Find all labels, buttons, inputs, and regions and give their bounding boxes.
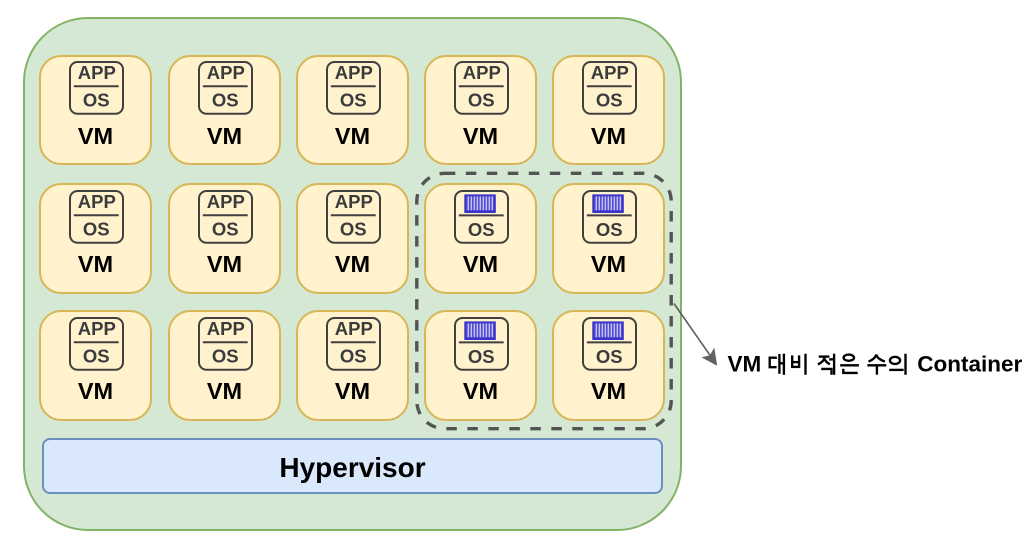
svg-text:Container: Container	[917, 351, 1022, 376]
svg-text:APP: APP	[78, 62, 116, 83]
svg-text:OS: OS	[468, 219, 495, 240]
svg-text:OS: OS	[83, 345, 110, 366]
svg-text:OS: OS	[468, 346, 495, 367]
svg-text:OS: OS	[212, 345, 239, 366]
svg-text:VM: VM	[728, 351, 762, 376]
svg-text:OS: OS	[596, 90, 623, 111]
svg-text:APP: APP	[463, 62, 501, 83]
svg-text:OS: OS	[340, 345, 367, 366]
svg-text:OS: OS	[596, 219, 623, 240]
svg-text:OS: OS	[340, 90, 367, 111]
svg-text:APP: APP	[78, 318, 116, 339]
svg-text:OS: OS	[83, 218, 110, 239]
svg-text:OS: OS	[83, 90, 110, 111]
svg-text:OS: OS	[340, 218, 367, 239]
svg-text:APP: APP	[335, 62, 373, 83]
svg-text:APP: APP	[335, 318, 373, 339]
svg-text:APP: APP	[207, 318, 245, 339]
svg-text:APP: APP	[335, 191, 373, 212]
svg-text:OS: OS	[468, 90, 495, 111]
svg-text:OS: OS	[212, 218, 239, 239]
svg-text:OS: OS	[596, 346, 623, 367]
svg-text:OS: OS	[212, 90, 239, 111]
svg-text:APP: APP	[591, 62, 629, 83]
svg-text:APP: APP	[207, 191, 245, 212]
svg-text:APP: APP	[78, 191, 116, 212]
svg-text:APP: APP	[207, 62, 245, 83]
